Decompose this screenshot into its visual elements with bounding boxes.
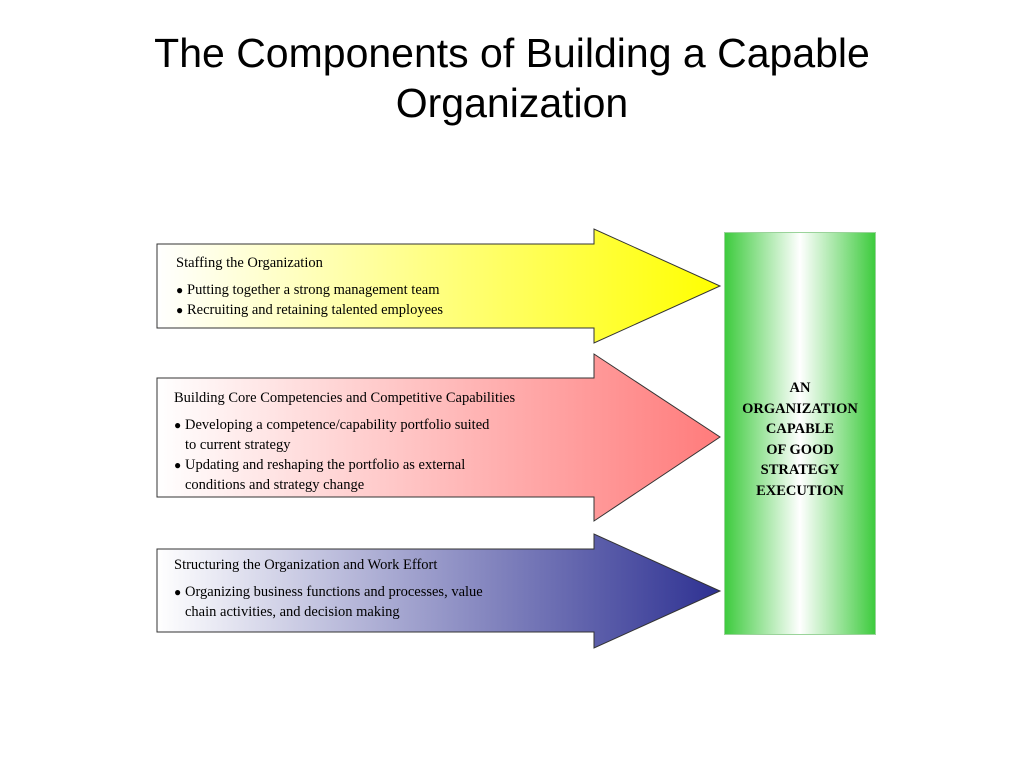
staffing-text: Staffing the Organization ● Putting toge…: [176, 253, 443, 320]
staffing-heading: Staffing the Organization: [176, 255, 323, 271]
slide-title: The Components of Building a Capable Org…: [0, 28, 1024, 128]
core-competencies-bullet-2: ● Updating and reshaping the portfolio a…: [174, 457, 466, 493]
bullet-dot-icon: ●: [176, 303, 184, 317]
arrow-structuring: [156, 533, 722, 649]
core-competencies-heading: Building Core Competencies and Competiti…: [174, 390, 516, 406]
bullet-dot-icon: ●: [174, 585, 182, 599]
capable-organization-label: AN ORGANIZATION CAPABLE OF GOOD STRATEGY…: [742, 380, 858, 499]
structuring-text: Structuring the Organization and Work Ef…: [174, 555, 483, 622]
bullet-dot-icon: ●: [176, 283, 184, 297]
bullet-dot-icon: ●: [174, 458, 182, 472]
slide-title-line-1: The Components of Building a Capable: [154, 30, 870, 76]
capable-organization-box: AN ORGANIZATION CAPABLE OF GOOD STRATEGY…: [724, 232, 876, 635]
core-competencies-text: Building Core Competencies and Competiti…: [174, 388, 515, 495]
structuring-bullet-1: ● Organizing business functions and proc…: [174, 584, 483, 620]
staffing-bullet-2: ● Recruiting and retaining talented empl…: [176, 302, 444, 318]
structuring-heading: Structuring the Organization and Work Ef…: [174, 557, 438, 573]
staffing-bullet-1: ● Putting together a strong management t…: [176, 282, 440, 298]
bullet-dot-icon: ●: [174, 418, 182, 432]
slide-title-line-2: Organization: [395, 80, 629, 126]
core-competencies-bullet-1: ● Developing a competence/capability por…: [174, 417, 490, 453]
arrow-core-competencies: [156, 353, 721, 522]
arrow-staffing: [156, 228, 722, 344]
